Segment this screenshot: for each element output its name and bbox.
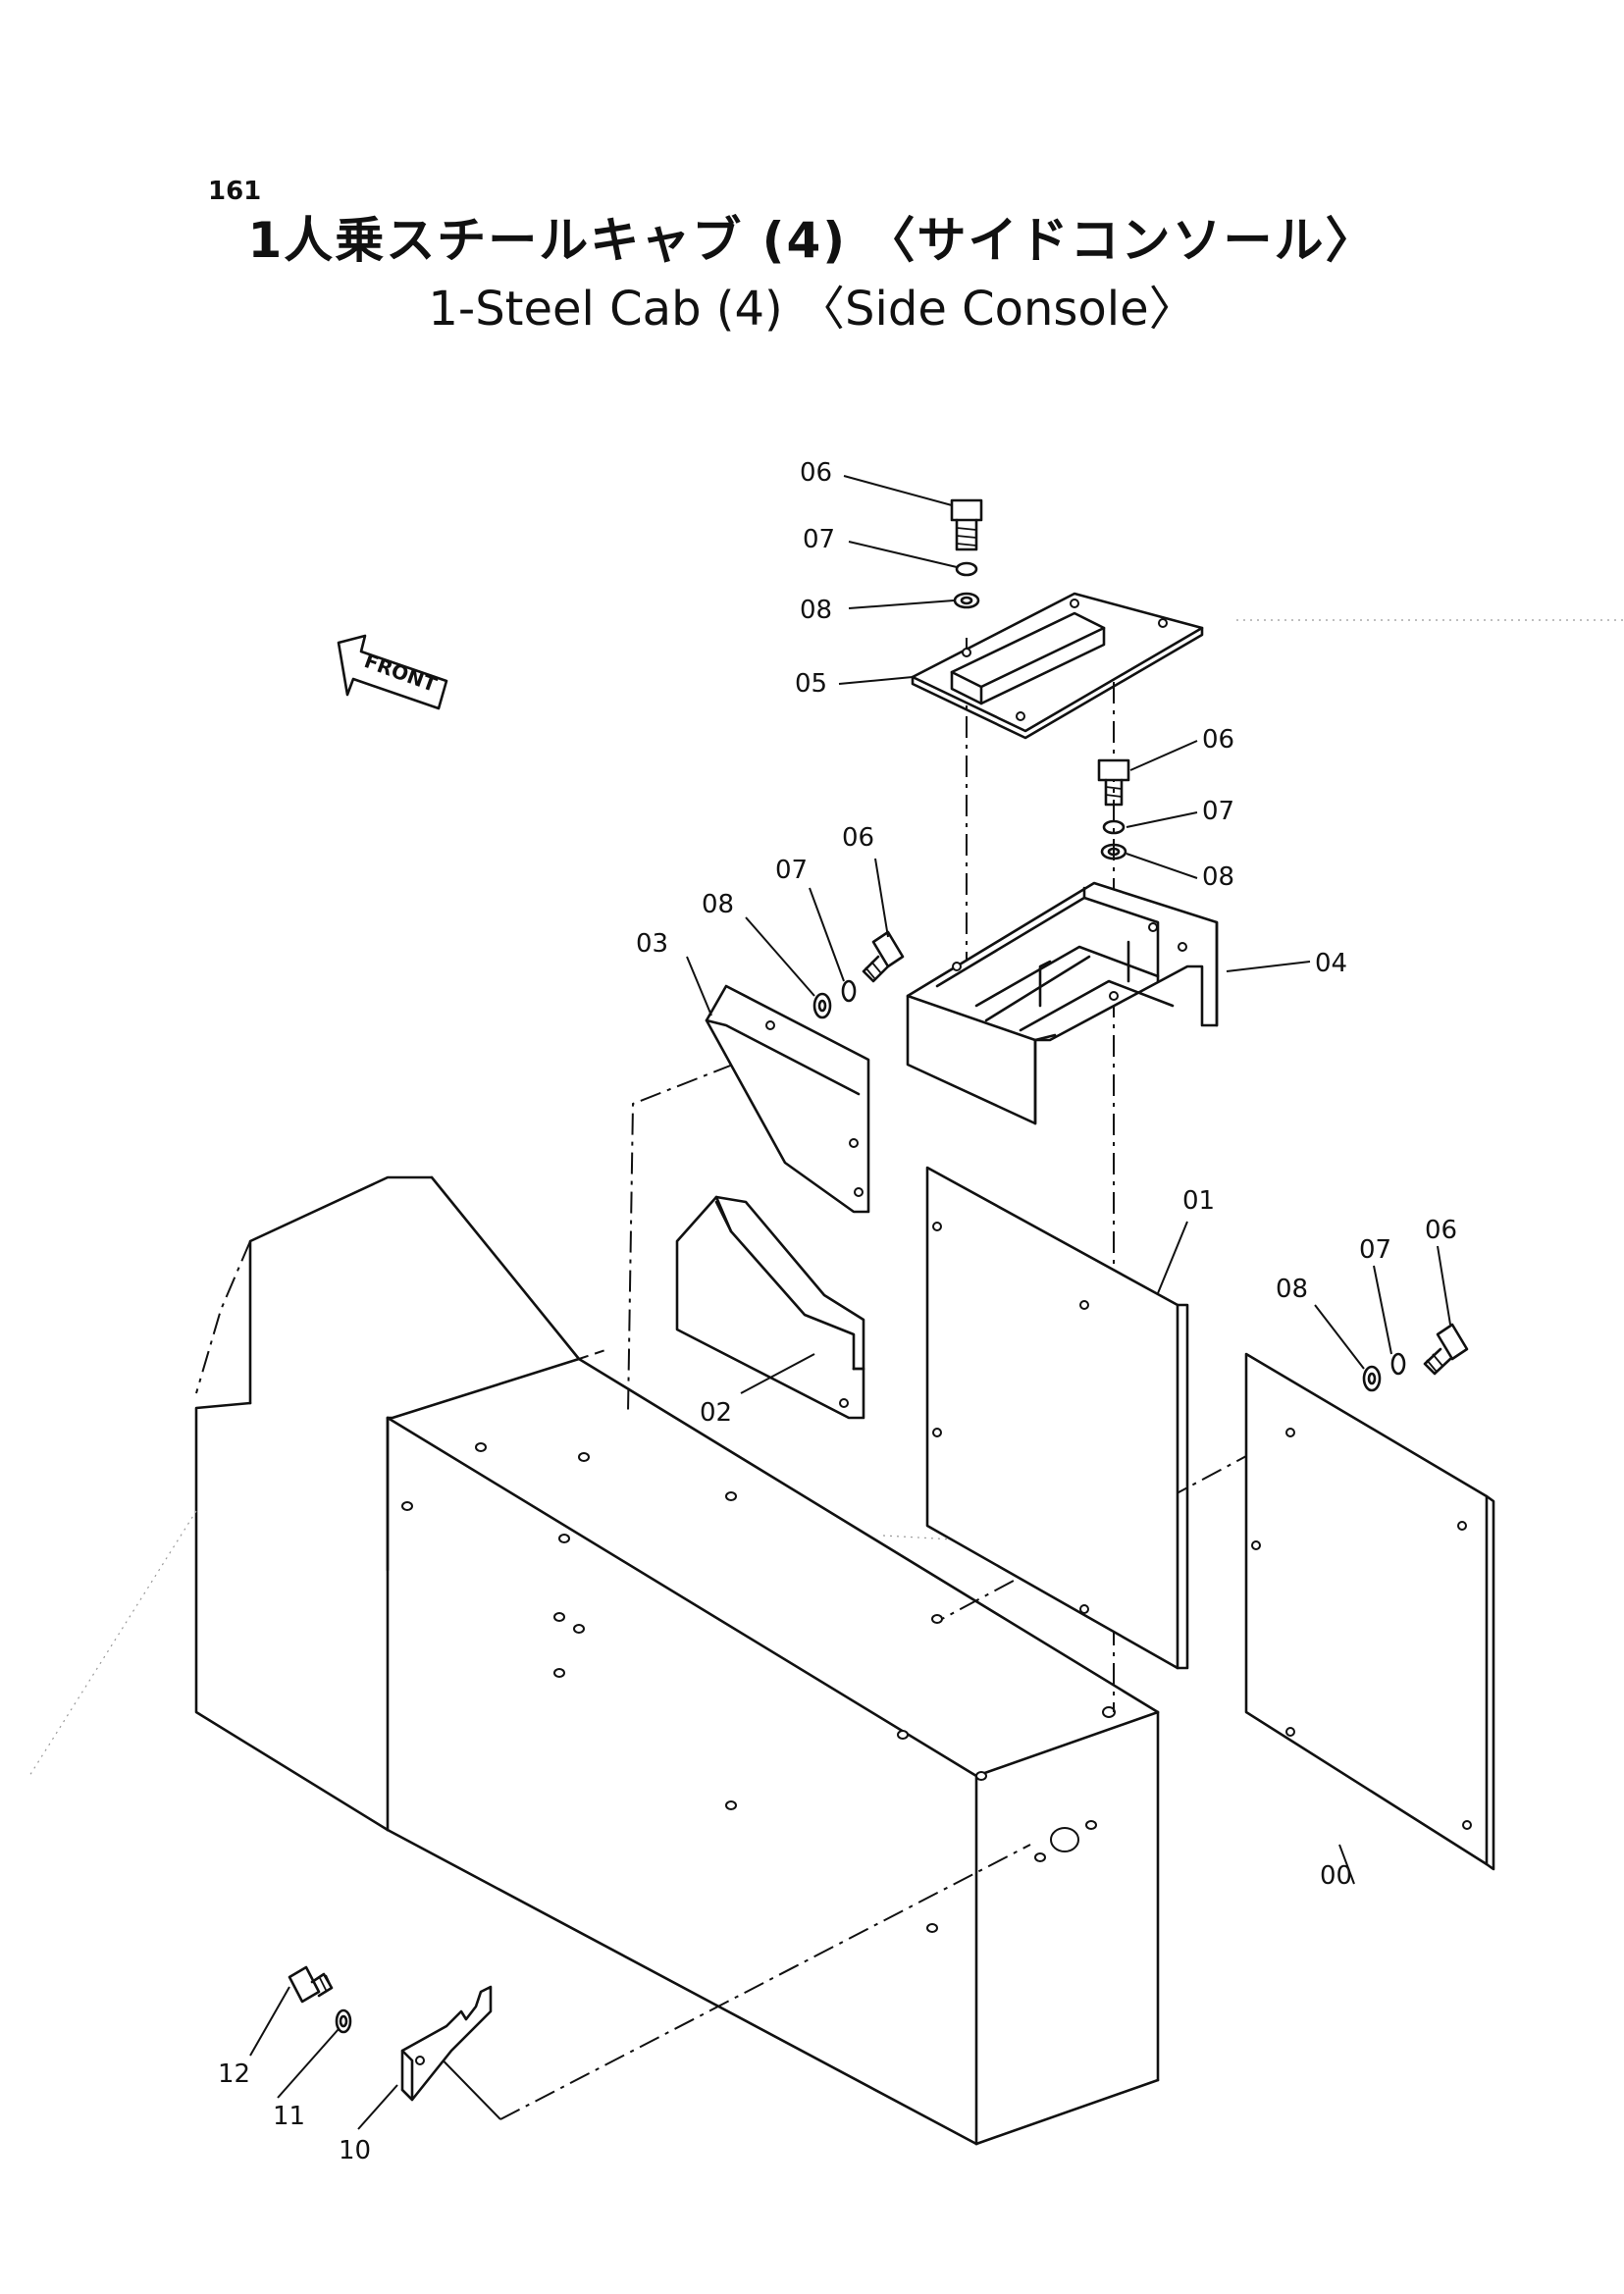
part-12-bolt xyxy=(288,1965,334,2004)
page-title-japanese: 1人乗スチールキャブ (4) 〈サイドコンソール〉 xyxy=(247,212,1377,269)
front-arrow-icon: FRONT xyxy=(337,634,448,710)
centerline-10 xyxy=(499,1844,1031,2120)
callout-08-right: 08 xyxy=(1276,1275,1308,1304)
lock-washer-07-right xyxy=(1390,1352,1406,1376)
lock-washer-07-mid xyxy=(1102,819,1126,835)
callout-08-mid: 08 xyxy=(1202,862,1234,892)
part-11-washer xyxy=(335,2008,352,2034)
lock-washer-07-top xyxy=(955,561,978,577)
part-03-side-plate xyxy=(705,984,870,1214)
leader-lines xyxy=(249,475,1451,2130)
callout-02: 02 xyxy=(700,1398,732,1428)
part-05-top-plate xyxy=(911,592,1204,740)
washer-08-top xyxy=(953,592,980,609)
washer-08-left xyxy=(812,992,832,1019)
callout-07-right: 07 xyxy=(1359,1235,1391,1265)
callout-06-right: 06 xyxy=(1425,1216,1457,1245)
washer-08-right xyxy=(1362,1365,1382,1392)
callout-06-top: 06 xyxy=(800,458,832,488)
bolt-06-mid xyxy=(1097,758,1130,807)
callout-00: 00 xyxy=(1320,1861,1352,1891)
callout-12: 12 xyxy=(218,2059,250,2089)
centerline-03 xyxy=(627,1049,771,1414)
callout-06-mid: 06 xyxy=(1202,725,1234,755)
callout-07-left: 07 xyxy=(775,856,808,885)
bolt-06-top xyxy=(950,498,983,551)
part-04-console-bracket xyxy=(906,881,1219,1125)
part-01-center-panel xyxy=(925,1166,1189,1670)
page-number: 161 xyxy=(208,177,262,206)
callout-04: 04 xyxy=(1315,949,1347,978)
callout-08-left: 08 xyxy=(702,890,734,919)
callout-07-mid: 07 xyxy=(1202,797,1234,826)
part-10-clamp xyxy=(400,1985,493,2102)
washer-08-mid xyxy=(1100,843,1127,860)
callout-11: 11 xyxy=(273,2102,305,2131)
lock-washer-07-left xyxy=(841,979,857,1003)
callout-06-left: 06 xyxy=(842,823,874,853)
part-02-bracket xyxy=(675,1195,865,1420)
part-00-right-panel xyxy=(1244,1352,1495,1871)
callout-08-top: 08 xyxy=(800,596,832,625)
page-title-english: 1-Steel Cab (4) 〈Side Console〉 xyxy=(428,282,1196,337)
callout-10: 10 xyxy=(339,2136,371,2165)
callout-05: 05 xyxy=(795,669,827,699)
cab-body xyxy=(28,619,1624,2146)
bolt-06-right xyxy=(1423,1323,1469,1376)
bolt-06-left xyxy=(862,930,905,983)
callout-labels: 06 07 08 05 06 07 08 04 06 07 08 03 02 0… xyxy=(218,458,1457,2165)
callout-01: 01 xyxy=(1182,1186,1215,1216)
callout-07-top: 07 xyxy=(803,525,835,554)
callout-03: 03 xyxy=(636,929,668,959)
